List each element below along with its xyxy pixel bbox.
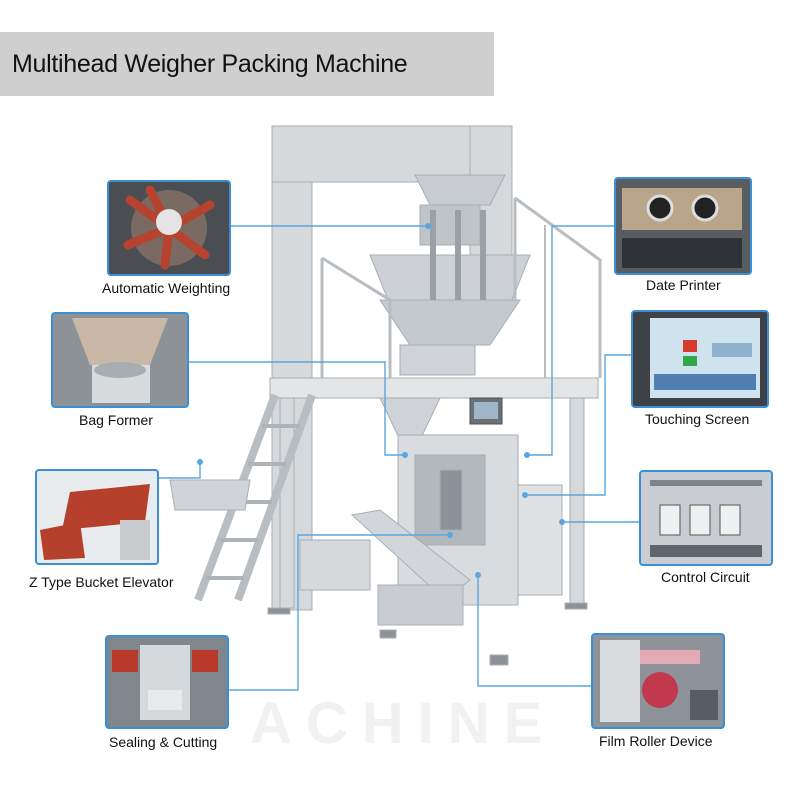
- leader-lines: [158, 225, 640, 691]
- sealing-cutting-photo: [105, 635, 229, 729]
- callout-label-bag-former: Bag Former: [79, 412, 153, 428]
- callout-label-touching-screen: Touching Screen: [645, 411, 750, 427]
- leader-film-roller-device: [477, 575, 592, 687]
- leader-sealing-cutting: [228, 534, 450, 691]
- packing-machine-illustration: [169, 125, 602, 666]
- touch-screen-photo: [631, 310, 769, 408]
- date-printer-photo: [614, 177, 752, 275]
- callout-label-date-printer: Date Printer: [646, 277, 721, 293]
- leader-date-printer: [527, 225, 615, 456]
- callout-label-film-roller-device: Film Roller Device: [599, 733, 713, 749]
- page-title: Multihead Weigher Packing Machine: [12, 50, 408, 78]
- control-cabinet-photo: [639, 470, 773, 566]
- leader-touching-screen: [525, 354, 632, 496]
- callout-label-automatic-weighting: Automatic Weighting: [102, 280, 231, 296]
- callout-label-z-type-bucket-elevator: Z Type Bucket Elevator: [29, 574, 174, 590]
- leader-z-type-bucket-elevator: [158, 462, 201, 479]
- leader-bag-former: [188, 361, 405, 456]
- title-banner: Multihead Weigher Packing Machine: [0, 32, 494, 96]
- bag-former-photo: [51, 312, 189, 408]
- automatic-weighting-photo: [107, 180, 231, 276]
- bucket-elevator-photo: [35, 469, 159, 565]
- callout-label-control-circuit: Control Circuit: [661, 569, 750, 585]
- film-roller-photo: [591, 633, 725, 729]
- callout-label-sealing-cutting: Sealing & Cutting: [109, 734, 218, 750]
- watermark: ACHINE: [250, 691, 557, 756]
- leader-dots: [197, 223, 565, 578]
